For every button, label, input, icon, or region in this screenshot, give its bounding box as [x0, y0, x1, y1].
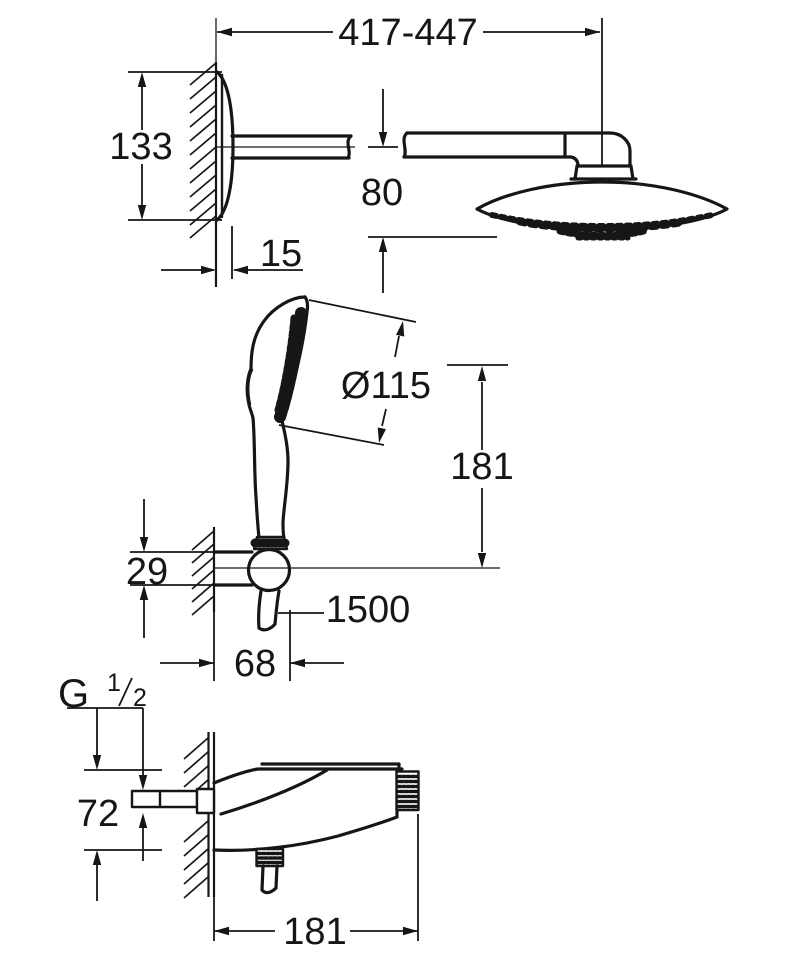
- shower-head-nozzles: [489, 212, 715, 241]
- dim-body-depth-181: 181: [213, 814, 419, 953]
- dim-holder-29: 29: [126, 499, 214, 638]
- thread-g-label: G: [58, 672, 89, 716]
- mixer-body: [212, 762, 404, 852]
- arrowhead-up: [477, 366, 487, 381]
- arrowhead-left: [233, 265, 248, 275]
- dim-depth-label: 68: [234, 643, 276, 685]
- dim-width-label: 417-447: [338, 12, 477, 54]
- dim-body-depth-label: 181: [283, 911, 346, 953]
- shower-arm-left: [230, 134, 353, 160]
- dim-width-417-447: 417-447: [217, 12, 603, 165]
- thread-numerator: 1: [107, 669, 121, 697]
- thread-denominator: 2: [133, 684, 147, 712]
- arrowhead-up: [137, 72, 147, 87]
- dim-line-upper: [394, 335, 400, 358]
- dim-height-181: 181: [447, 364, 514, 568]
- dim-plate-depth-15: 15: [161, 226, 303, 279]
- hose-length-callout: 1500: [278, 589, 410, 631]
- dim-drop-label: 80: [361, 172, 403, 214]
- extension-line-top: [308, 299, 417, 323]
- dim-plate-height-label: 133: [109, 126, 172, 168]
- arrowhead-down: [377, 427, 386, 443]
- dim-line-lower: [381, 408, 387, 427]
- dim-drop-80: 80: [361, 89, 497, 293]
- wall-hatch-middle: [191, 530, 215, 616]
- wall-hatch-bottom: [183, 737, 209, 899]
- spray-face: [274, 307, 307, 423]
- control-button: [247, 368, 254, 406]
- dim-inlet-label: 72: [77, 793, 119, 835]
- dim-inlet-72: 72: [77, 708, 162, 901]
- arrowhead-left: [214, 926, 229, 936]
- dim-holder-label: 29: [126, 551, 168, 593]
- thread-size-callout: G 1 2: [58, 669, 148, 861]
- arrowhead-right: [585, 27, 600, 37]
- inlet-nipple: [130, 789, 199, 809]
- arrowhead-down: [139, 537, 149, 552]
- inlet-union-block: [195, 787, 216, 815]
- hand-shower-outline-right: [280, 295, 310, 540]
- extension-line-bottom: [278, 424, 385, 446]
- shower-hose: [257, 589, 281, 632]
- hose-outlet-stub: [260, 864, 279, 895]
- arrowhead-up: [396, 321, 405, 337]
- holder-ball: [246, 547, 292, 593]
- shower-head-dome: [475, 180, 729, 232]
- arrowhead-right: [199, 658, 214, 668]
- mixer-view: G 1 2 72 181: [58, 669, 420, 953]
- arrowhead-right: [403, 926, 418, 936]
- hose-connector-knurl: [256, 851, 284, 865]
- arrowhead-down: [92, 755, 102, 770]
- dim-diameter-label: Ø115: [341, 365, 431, 407]
- handle-knob-knurl: [396, 774, 419, 809]
- arrowhead-left: [217, 27, 232, 37]
- head-shower-view: 417-447 133 80: [109, 12, 729, 293]
- dim-height-label: 181: [450, 446, 513, 488]
- dim-plate-depth-label: 15: [260, 233, 302, 275]
- arm-connector: [569, 164, 638, 181]
- shower-arm-right: [402, 131, 632, 168]
- arrowhead-down: [477, 553, 487, 568]
- leader-arrowhead-up: [138, 813, 148, 828]
- arrowhead-up: [139, 585, 149, 600]
- leader-arrowhead-down: [138, 775, 148, 790]
- dim-plate-height-133: 133: [109, 71, 222, 221]
- arrowhead-down: [137, 205, 147, 220]
- arrowhead-up: [378, 237, 388, 252]
- fraction-slash: [118, 677, 133, 707]
- arrowhead-left: [290, 658, 305, 668]
- dim-diameter-115: Ø115: [278, 299, 431, 446]
- dim-depth-68: 68: [160, 610, 344, 685]
- wall-hatch-top: [189, 62, 217, 239]
- escutcheon-plate: [215, 70, 235, 222]
- arrowhead-up: [92, 850, 102, 865]
- hand-shower-view: Ø115 181 29 1500: [126, 295, 514, 685]
- arrowhead-right: [201, 265, 216, 275]
- arrowhead-down: [378, 132, 388, 147]
- hose-length-label: 1500: [326, 589, 411, 631]
